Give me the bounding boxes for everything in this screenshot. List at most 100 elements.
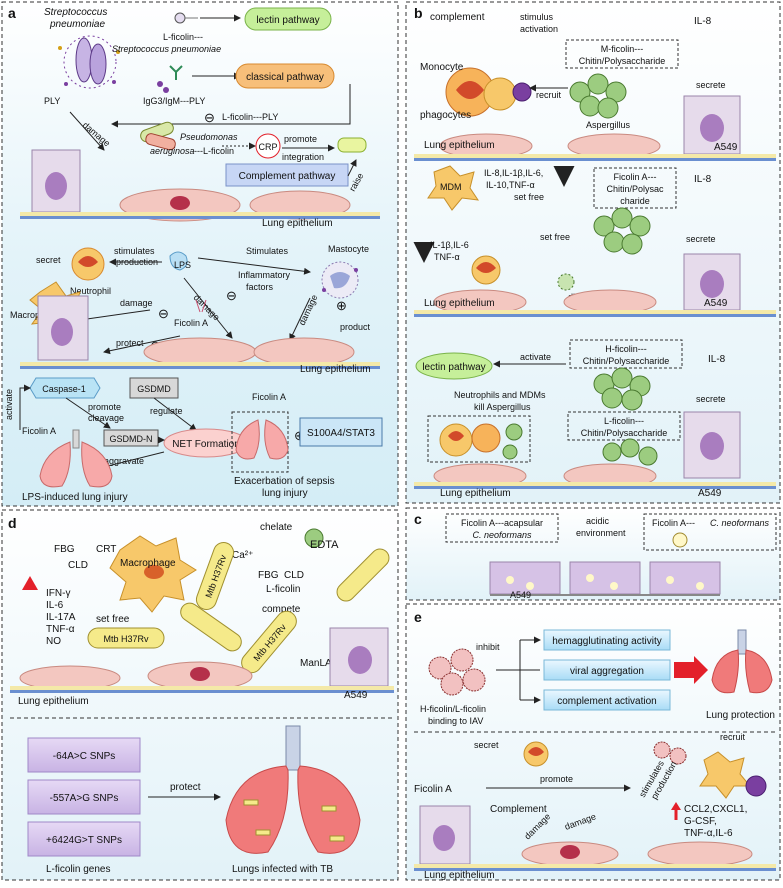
l-ficolin-label-b2: Chitin/Polysaccharide xyxy=(581,428,668,438)
epithelium-b1 xyxy=(414,95,776,161)
hemag-box xyxy=(543,629,671,651)
stimulus-label: stimulus xyxy=(520,12,554,22)
lung-epithelium-label-a1: Lung epithelium xyxy=(262,218,333,229)
ficolin-ply-arrow xyxy=(111,84,351,128)
panel-b: b complement stimulus activation M-ficol… xyxy=(405,1,781,504)
ficolin-a-label-a1: Ficolin A xyxy=(174,318,208,328)
cytokine-d-4: NO xyxy=(46,636,61,647)
a549-label-c: A549 xyxy=(510,590,531,600)
complement-label-e: complement activation xyxy=(557,696,657,707)
inhibit-label-e: inhibit xyxy=(476,642,500,652)
acapsular-label-1: Ficolin A---acapsular xyxy=(461,518,543,528)
recruit-label-e: recruit xyxy=(720,732,746,742)
macrophage-label: Macrophage xyxy=(10,310,60,320)
set-free-label-b2: set free xyxy=(540,232,570,242)
activate-label-b: activate xyxy=(520,352,551,362)
recruit-label-b: recruit xyxy=(536,90,562,100)
integration-label: integration xyxy=(282,152,324,162)
mdm-label: MDM xyxy=(440,182,462,192)
panel-b-letter: b xyxy=(414,5,423,21)
pseudomonas-icon xyxy=(140,121,176,151)
snp-box-0 xyxy=(27,737,141,773)
promote-label: promote xyxy=(284,134,317,144)
macrophage-icon-e xyxy=(699,751,767,799)
set-free-label-d: set free xyxy=(96,614,130,625)
lung-epithelium-upper xyxy=(20,149,380,222)
monocyte-icon xyxy=(445,67,532,117)
integration-icon xyxy=(337,137,367,153)
panel-e-letter: e xyxy=(414,609,422,625)
igg-icon xyxy=(157,65,183,93)
sepsis-lung-frame xyxy=(231,411,289,473)
protect-label-d: protect xyxy=(170,782,201,793)
mtb-rod-2 xyxy=(87,627,165,649)
il1b-label-1: IL-1β,IL-6 xyxy=(430,240,469,250)
h-ficolin-box xyxy=(569,339,683,369)
ficolin-a-label-a2: Ficolin A xyxy=(22,426,56,436)
ply-label: PLY xyxy=(44,96,60,106)
a549-label-b2: A549 xyxy=(704,298,728,309)
iav-cluster-icon-e2 xyxy=(653,741,687,765)
lectin-pathway-label: lectin pathway xyxy=(256,15,319,26)
cytokines-label-b1: IL-8,IL-1β,IL-6, xyxy=(484,168,543,178)
protection-arrow-e xyxy=(674,656,708,684)
panel-a: a Streptococcus pneumoniae L-ficolin--- … xyxy=(1,1,399,507)
neutrophil-icon-e xyxy=(523,741,549,767)
ficolin-a-label-b1: Ficolin A--- xyxy=(613,172,656,182)
panel-e: e inhibit hemagglutinating activity vira… xyxy=(405,603,781,881)
cytokine-d-2: IL-17A xyxy=(46,612,76,623)
a549-label-d: A549 xyxy=(344,690,368,701)
mastocyte-icon xyxy=(321,261,359,299)
l-ficolin-label-d: L-ficolin xyxy=(266,584,300,595)
lung-epithelium-label-d: Lung epithelium xyxy=(18,696,89,707)
neut-label-1: Neutrophils and MDMs xyxy=(454,390,546,400)
epithelium-c xyxy=(489,561,721,596)
inflammatory-label: Inflammatory xyxy=(238,270,291,280)
l-ficolin-ply-label: L-ficolin---PLY xyxy=(222,112,278,122)
activation-label: activation xyxy=(520,24,558,34)
epithelium-b2 xyxy=(414,253,776,317)
monocyte-label: Monocyte xyxy=(420,62,464,73)
classical-pathway-label: classical pathway xyxy=(246,72,324,83)
cytokines-label-e3: TNF-α,IL-6 xyxy=(684,828,733,839)
neutrophil-icon-b xyxy=(471,255,501,285)
classical-pathway-pill xyxy=(235,63,335,89)
tb-lungs-label: Lungs infected with TB xyxy=(232,864,333,875)
neutrophil-label: Neutrophil xyxy=(70,286,111,296)
lungs-icon-a1 xyxy=(39,429,113,488)
raise-arrow xyxy=(347,159,357,177)
damage-arrow-a2 xyxy=(183,277,233,339)
neut-label-2: kill Aspergillus xyxy=(474,402,531,412)
sepsis-label-1: Exacerbation of sepsis xyxy=(234,476,335,487)
acidic-label-1: acidic xyxy=(586,516,610,526)
pseudomonas-label-2: aeruginosa xyxy=(150,146,195,156)
lung-epithelium-lower xyxy=(20,295,380,369)
epithelium-b3 xyxy=(414,411,776,489)
pseudomonas-label-1: Pseudomonas xyxy=(180,132,238,142)
viral-box xyxy=(543,659,671,681)
ficolin-a-icon-a1 xyxy=(195,299,207,313)
lung-epithelium-label-a2: Lung epithelium xyxy=(300,364,371,375)
damage-arrow-a3 xyxy=(289,297,311,341)
ficolin-a-label-a3: Ficolin A xyxy=(252,392,286,402)
streptococcus-label-1: Streptococcus xyxy=(44,7,107,18)
capsule-icon xyxy=(672,532,688,548)
epithelium-d xyxy=(10,627,394,693)
cytokine-d-0: IFN-γ xyxy=(46,588,70,599)
snp-box-2 xyxy=(27,821,141,857)
a549-label-b1: A549 xyxy=(714,142,738,153)
il8-label-b2: IL-8 xyxy=(694,174,712,185)
lung-epithelium-label-e: Lung epithelium xyxy=(424,870,495,881)
capsular-label-1: Ficolin A--- xyxy=(652,518,695,528)
cytokine-d-3: TNF-α xyxy=(46,624,75,635)
damage-arrow-a xyxy=(69,111,105,151)
net-formation-label: NET Formation xyxy=(172,439,240,450)
a549-label-b3: A549 xyxy=(698,488,722,499)
ficolin-a-label-b2: Chitin/Polysac xyxy=(606,184,664,194)
damage-arrow-a4 xyxy=(79,309,151,323)
binding-label-2: binding to IAV xyxy=(428,716,483,726)
hemag-label: hemagglutinating activity xyxy=(552,636,662,647)
mtb-label-2: Mtb H37Rv xyxy=(103,634,149,644)
crt-label: CRT xyxy=(96,544,116,555)
